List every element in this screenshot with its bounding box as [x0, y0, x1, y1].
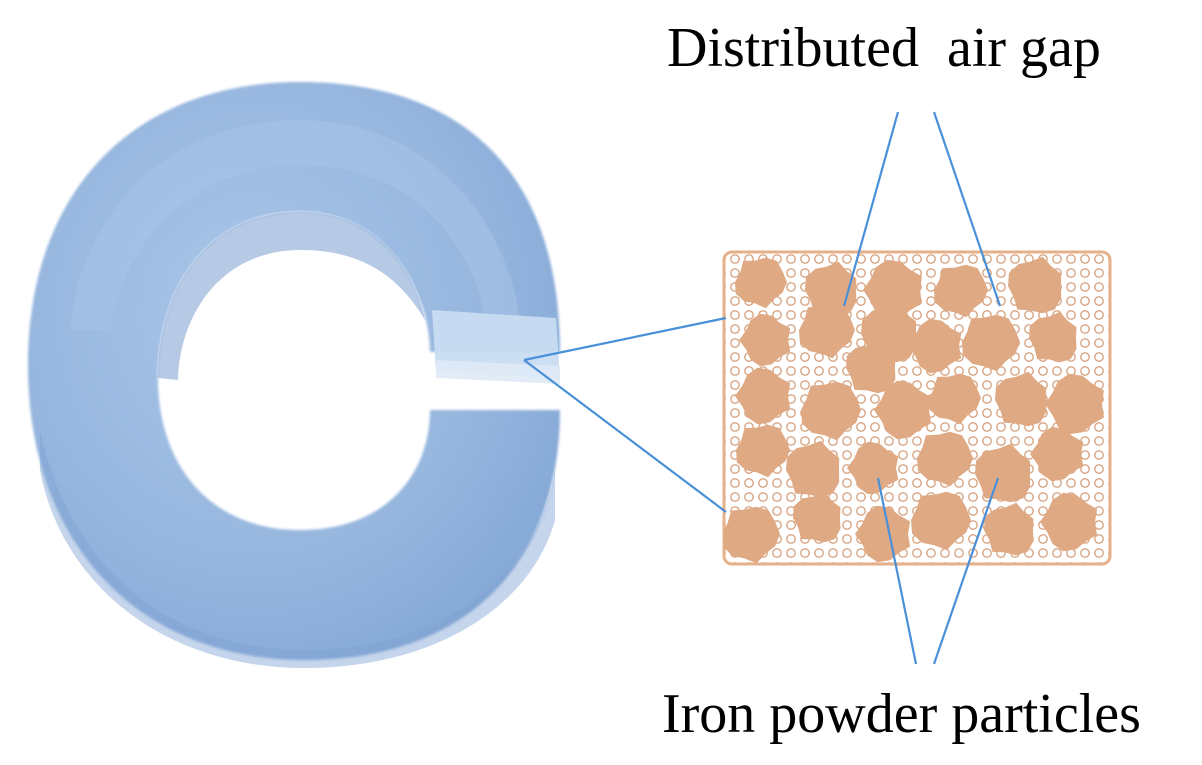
iron-particle — [739, 313, 791, 367]
iron-particle — [908, 318, 962, 374]
iron-particle — [735, 367, 791, 425]
iron-particle — [995, 371, 1047, 427]
iron-particle — [799, 303, 855, 359]
iron-particle — [917, 431, 973, 487]
toroidal-core-icon — [28, 82, 560, 668]
iron-particle — [855, 505, 911, 563]
iron-particle — [962, 314, 1020, 372]
iron-particle — [847, 441, 899, 495]
iron-particle — [846, 340, 896, 394]
iron-particle — [934, 264, 988, 318]
iron-particle — [801, 381, 861, 441]
air-gap-label: Distributed air gap — [667, 17, 1101, 79]
iron-particle — [975, 443, 1031, 503]
particle-pointer-lines — [876, 477, 1000, 665]
iron-particle — [911, 491, 971, 551]
iron-particle — [1029, 311, 1077, 363]
iron-particle — [805, 261, 857, 317]
iron-particle — [1008, 256, 1062, 314]
air-gap-pointer-lines — [842, 111, 1002, 307]
iron-particle — [929, 373, 981, 425]
magnified-material-icon — [722, 250, 1112, 566]
zoom-leader-lines — [523, 316, 727, 513]
iron-particles-group — [724, 256, 1104, 564]
iron-particle — [793, 491, 841, 543]
iron-particle — [786, 440, 840, 498]
iron-particle — [1045, 373, 1104, 435]
iron-particle — [874, 380, 931, 440]
iron-particle — [1030, 426, 1084, 482]
iron-particle — [735, 257, 787, 309]
iron-particle — [736, 424, 790, 478]
iron-particles-label: Iron powder particles — [662, 683, 1141, 745]
iron-particle — [1040, 492, 1097, 552]
iron-particle — [984, 502, 1034, 556]
iron-particle — [863, 259, 922, 321]
iron-particle — [724, 506, 780, 564]
